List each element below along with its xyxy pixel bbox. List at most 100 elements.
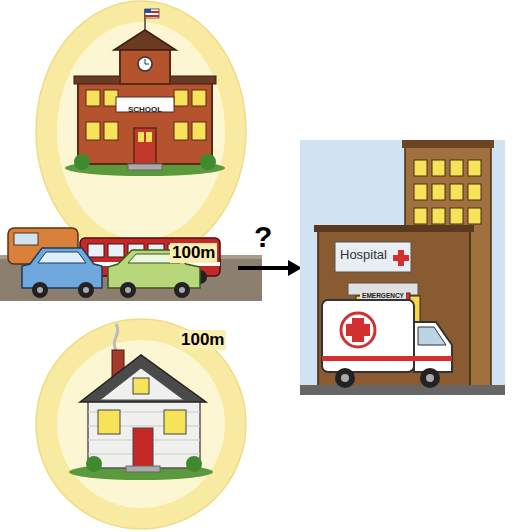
hospital-scene-part-part	[468, 184, 481, 200]
school-building-part	[146, 132, 152, 142]
hospital-scene-part-part	[414, 208, 427, 224]
house-circle: 100m	[35, 318, 247, 530]
traffic	[0, 228, 262, 301]
school-building-part	[138, 57, 152, 71]
distance-label-holder: 100m	[170, 243, 217, 263]
house-part	[98, 410, 120, 434]
distance-label: 100m	[179, 330, 226, 350]
hospital-scene-part-part	[432, 160, 445, 176]
house-part	[164, 410, 186, 434]
circle-outline	[35, 0, 247, 262]
school-building-part	[134, 128, 156, 164]
house-part	[114, 324, 117, 350]
hospital-scene	[300, 140, 505, 395]
school-building-part	[86, 90, 100, 106]
school-building-part	[192, 122, 206, 140]
traffic-part	[37, 287, 43, 293]
house-part	[88, 398, 200, 468]
school-building-part	[120, 48, 170, 84]
hospital-scene-part	[314, 225, 474, 232]
school-building-part	[104, 122, 118, 140]
hospital-scene-part-part	[450, 208, 463, 224]
school-building-part	[145, 15, 159, 17]
hospital-scene-part	[300, 385, 505, 395]
traffic-part	[22, 248, 102, 288]
school-sign-holder: SCHOOL	[116, 98, 174, 116]
hospital-scene-part	[393, 255, 409, 261]
house-part	[86, 456, 102, 472]
school-building-part	[145, 59, 146, 64]
hospital-sign-holder: Hospital	[338, 245, 389, 263]
circle-glow	[57, 22, 225, 240]
hospital-scene-part	[322, 356, 452, 361]
school-building-part	[145, 64, 149, 65]
emergency-sign-holder: EMERGENCY	[348, 284, 418, 302]
school-building-part	[128, 164, 162, 170]
hospital-scene-part-part	[450, 184, 463, 200]
school-building-part	[74, 154, 90, 170]
house-part	[80, 355, 206, 402]
hospital-scene-part	[335, 242, 411, 272]
traffic-part	[174, 282, 190, 298]
hospital-scene-part	[346, 324, 370, 336]
traffic-part	[179, 287, 185, 293]
traffic-part	[38, 252, 86, 263]
school-building-part	[174, 90, 188, 106]
school-building-part	[200, 154, 216, 170]
hospital-scene-part	[341, 374, 349, 382]
school-building-part	[114, 30, 176, 50]
circle-glow	[57, 340, 225, 508]
arrow	[238, 260, 302, 276]
hospital-scene-part-part	[414, 160, 427, 176]
hospital-scene-part-part	[432, 208, 445, 224]
distance-label-holder: 100m	[179, 330, 226, 350]
arrow-part	[288, 260, 302, 276]
hospital-scene-part-part	[432, 184, 445, 200]
hospital-scene-part	[318, 230, 470, 390]
hospital-scene-part-part	[468, 160, 481, 176]
school-sign: SCHOOL	[126, 105, 164, 114]
hospital-scene-part	[414, 322, 452, 372]
hospital-scene-part	[420, 368, 440, 388]
traffic-part	[120, 282, 136, 298]
traffic-part	[125, 287, 131, 293]
traffic-part	[83, 287, 89, 293]
hospital-building: HospitalEMERGENCY	[300, 138, 508, 396]
school-building-part	[86, 122, 100, 140]
emergency-sign: EMERGENCY	[360, 292, 406, 299]
school-building-part	[145, 9, 151, 13]
traffic-part	[78, 282, 94, 298]
distance-label: 100m	[170, 243, 217, 263]
house-part	[100, 368, 184, 400]
hospital-scene-part	[414, 160, 481, 224]
school-building-part	[138, 132, 144, 142]
school-building-part	[192, 90, 206, 106]
hospital-scene-part	[341, 313, 375, 347]
hospital-scene-part	[335, 368, 355, 388]
question-mark: ?	[254, 220, 272, 255]
circle-outline	[35, 318, 247, 530]
school-circle: SCHOOL 100m	[35, 0, 247, 262]
school-building-part	[174, 122, 188, 140]
house-part	[186, 456, 202, 472]
circle-fill	[36, 1, 246, 261]
hospital-scene-part	[402, 140, 494, 148]
hospital-scene-part	[426, 374, 434, 382]
traffic-part	[88, 244, 104, 257]
school-building	[65, 9, 225, 176]
hospital-scene-part-part	[450, 160, 463, 176]
school-building-part	[145, 9, 159, 18]
house-part	[126, 466, 160, 472]
hospital-scene-part	[322, 300, 414, 372]
hospital-scene-part-part	[414, 184, 427, 200]
house-part	[133, 378, 149, 394]
hospital-scene-part	[300, 140, 505, 395]
school-building-part	[78, 82, 212, 164]
hospital-scene-part	[418, 327, 446, 345]
traffic-part	[14, 233, 38, 245]
question-mark-holder: ?	[254, 220, 272, 255]
hospital-scene-part-part	[468, 208, 481, 224]
hospital-sign: Hospital	[338, 248, 389, 263]
